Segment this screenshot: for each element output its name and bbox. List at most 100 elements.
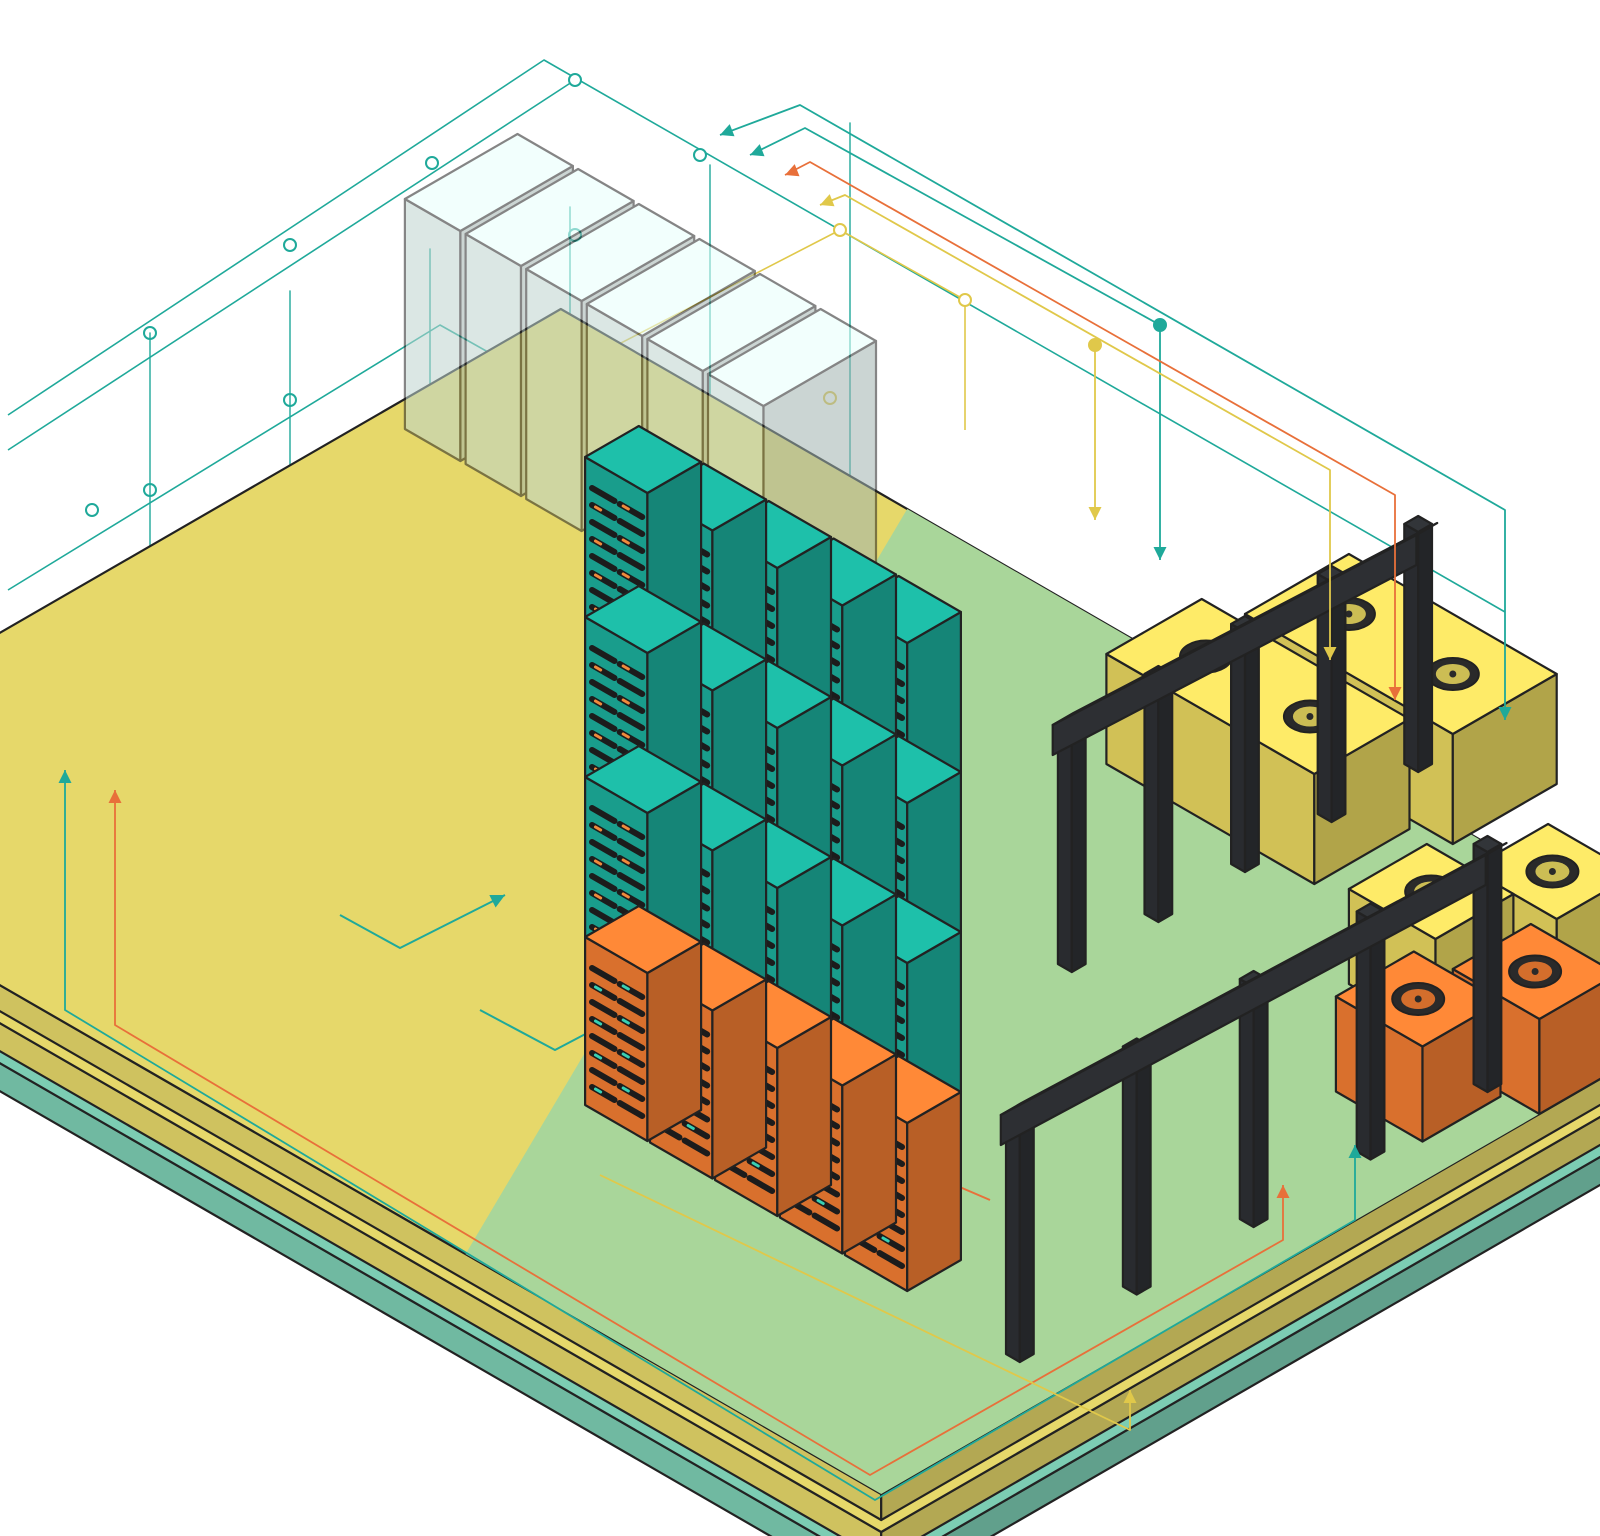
teal-rack-1-4-led <box>621 698 630 705</box>
orange-rack-4-slot <box>616 1100 646 1119</box>
orange-rack-4-top <box>583 904 703 975</box>
teal-rack-1-4-slot <box>616 712 646 731</box>
teal-rack-2-4-slot <box>616 838 646 857</box>
flow-orange-bottom-arrow-end <box>1276 1185 1290 1198</box>
ghost-rack-1-front <box>464 232 523 498</box>
teal-rack-2-4-slot <box>588 907 618 926</box>
wire-teal-line-0 <box>7 59 1506 613</box>
teal-rack-2-4-led <box>593 825 603 832</box>
orange-rack-4-slot <box>616 1032 646 1051</box>
orange-rack-4-side <box>646 940 703 1143</box>
teal-rack-2-4-led <box>621 858 630 865</box>
flow-orange-top-arrow-in <box>785 164 800 177</box>
teal-rack-0-4-slot <box>588 519 618 538</box>
teal-rack-2-4-led <box>621 824 630 831</box>
orange-rack-4-led <box>621 1086 630 1093</box>
perimeter-flows <box>58 104 1512 1501</box>
teal-rack-2-4-led <box>593 893 603 900</box>
teal-rack-2-4-slot <box>588 873 618 892</box>
orange-rack-4-leds <box>588 965 646 1119</box>
teal-rack-0-4-led <box>593 539 603 546</box>
orange-cooling-small-back-fan-hub-0 <box>1531 968 1539 975</box>
teal-server-racks <box>583 424 963 1133</box>
yellow-cooling-large-front-fan-hub-1 <box>1306 713 1314 720</box>
orange-rack-4-slot <box>588 999 618 1018</box>
flow-teal-bottom <box>64 770 1356 1501</box>
teal-rack-2-4-led <box>593 859 603 866</box>
teal-rack-2-4-slot <box>616 872 646 891</box>
teal-rack-1-4-led <box>593 699 603 706</box>
teal-rack-2-4-top <box>583 744 703 815</box>
flow-yellow-bottom-arrow <box>1123 1390 1137 1403</box>
flow-orange-bottom <box>114 790 1284 1476</box>
ghost-rack-5-top <box>706 307 878 408</box>
orange-rack-2-side <box>776 1015 833 1218</box>
flow-yellow-bottom <box>599 1174 1131 1431</box>
black-gantry-front-leg-4-side <box>1486 842 1503 1094</box>
black-gantry-front-leg-0 <box>1004 1104 1035 1364</box>
orange-rack-1-side <box>841 1053 898 1255</box>
black-gantry-front-leg-3 <box>1355 902 1386 1161</box>
teal-rack-1-4-led <box>621 664 630 671</box>
teal-rack-0-4-slot <box>588 587 618 606</box>
orange-rack-3-side <box>711 978 768 1180</box>
flow-yellow-top <box>819 194 1331 660</box>
black-gantry-front-leg-2-side <box>1252 977 1269 1229</box>
orange-rack-2-slot <box>746 1175 776 1194</box>
orange-rack-4-led <box>621 984 630 991</box>
flow-teal-top-outer-arrow-in <box>720 124 735 137</box>
teal-rack-0-4-led <box>621 572 630 579</box>
teal-rack-2-4-led <box>621 892 630 899</box>
orange-rack-4-led <box>621 1052 630 1059</box>
black-gantry-back-leg-4-side <box>1417 522 1434 774</box>
yellow-cooling-large-back-fan-hub-1 <box>1449 670 1457 678</box>
teal-rack-0-4-slot <box>588 553 618 572</box>
black-gantry-front-leg-1-front <box>1121 1045 1138 1296</box>
teal-rack-1-4-slot <box>588 747 618 766</box>
floor-flow-arrow-0 <box>489 895 505 908</box>
flow-teal-top-outer <box>719 104 1506 720</box>
orange-rack-4-led <box>621 1018 630 1025</box>
teal-rack-2-4-slot <box>588 839 618 858</box>
teal-rack-2-4-slot <box>588 805 618 824</box>
flow-orange-top <box>784 161 1396 700</box>
teal-rack-1-4-led <box>593 733 603 740</box>
flow-teal-junction <box>1153 318 1167 332</box>
black-gantry-front-beam-front <box>999 853 1487 1147</box>
flow-yellow-junction <box>1088 338 1102 352</box>
orange-rack-3-slot <box>681 1137 711 1157</box>
orange-rack-4-slot <box>588 965 618 984</box>
black-gantry-back <box>1051 514 1439 974</box>
orange-rack-4-slot <box>588 1033 618 1052</box>
teal-rack-0-4-slot <box>588 485 618 504</box>
flow-teal-top-inner-arrow-in <box>750 144 765 157</box>
teal-rack-0-4-led <box>621 504 630 511</box>
teal-rack-0-4-led <box>593 505 603 512</box>
orange-rack-3-led <box>686 1124 695 1130</box>
orange-rack-2-led <box>751 1161 760 1168</box>
teal-rack-1-4-slot <box>588 713 618 732</box>
black-gantry-back-leg-1-side <box>1157 672 1174 924</box>
ghost-rack-4-top <box>646 272 817 373</box>
black-gantry-back-leg-4 <box>1403 514 1434 774</box>
black-gantry-front <box>999 834 1508 1364</box>
wire-yellow-node-2 <box>958 293 972 307</box>
orange-rack-1-slot <box>811 1212 841 1232</box>
ghost-rack-0-front <box>403 197 462 463</box>
black-gantry-front-leg-4 <box>1472 834 1503 1094</box>
black-gantry-back-beam-front <box>1051 533 1418 757</box>
teal-rack-0-4-slot <box>616 518 646 537</box>
ghost-rack-2-front <box>525 267 583 533</box>
wire-teal-line-1 <box>7 79 576 451</box>
black-gantry-back-leg-0-front <box>1056 722 1073 974</box>
orange-rack-4 <box>583 904 703 1143</box>
black-gantry-back-leg-1-front <box>1143 672 1160 924</box>
yellow-cooling-large-back-fan-hub-0 <box>1345 610 1353 618</box>
orange-rack-4-led <box>593 1019 603 1026</box>
black-gantry-back-leg-0-side <box>1070 722 1087 974</box>
flow-orange-bottom-arrow-start <box>108 790 122 803</box>
wire-node-2 <box>425 156 439 170</box>
black-gantry-front-leg-3-side <box>1369 910 1386 1161</box>
